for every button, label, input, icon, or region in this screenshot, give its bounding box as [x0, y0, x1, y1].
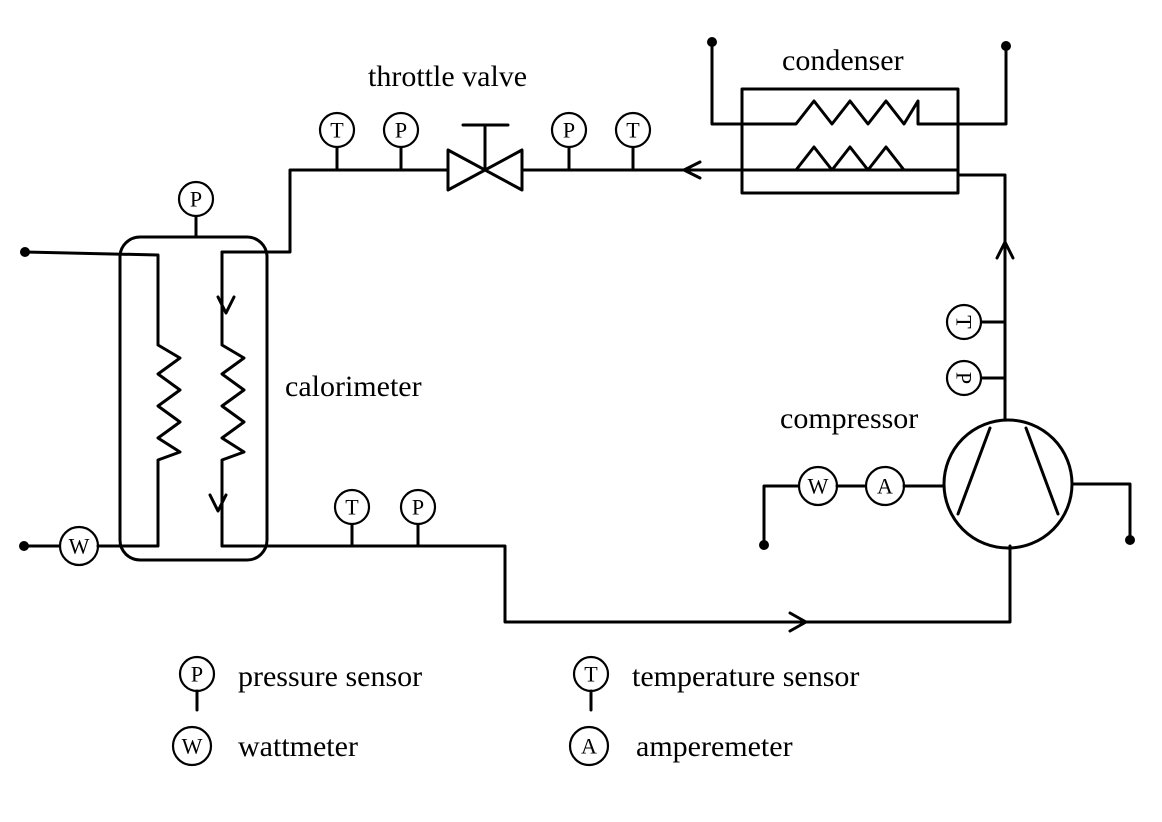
- legend-amperemeter-glyph: A: [581, 734, 597, 759]
- compressor-power-lead-right: [1070, 482, 1132, 542]
- post-throttle-pressure-sensor: [550, 111, 588, 149]
- compressor-power-terminal-right: [1125, 535, 1135, 545]
- calorimeter-label: calorimeter: [285, 370, 422, 403]
- legend-wattmeter-glyph: W: [182, 734, 203, 759]
- legend-pressure-text: pressure sensor: [238, 660, 422, 693]
- suction-temperature-glyph: T: [345, 495, 359, 520]
- discharge-pressure-sensor: [945, 359, 983, 397]
- legend-wattmeter-icon: [171, 725, 213, 767]
- legend-temperature-glyph: T: [584, 662, 598, 687]
- legend-wattmeter-text: wattmeter: [238, 730, 358, 763]
- compressor-blade-left: [956, 426, 992, 516]
- discharge-pressure-glyph: P: [952, 372, 977, 384]
- legend: P pressure sensor T temperature sensor W…: [171, 655, 859, 767]
- pre-throttle-temperature-glyph: T: [330, 118, 344, 143]
- suction-pressure-glyph: P: [412, 495, 424, 520]
- condenser-box: [740, 87, 960, 195]
- post-throttle-temperature-sensor: [614, 111, 652, 149]
- discharge-temperature-glyph: T: [952, 315, 977, 329]
- condenser-lower-coil: [740, 145, 960, 172]
- pipe-calorimeter-to-compressor: [220, 544, 1012, 624]
- compressor-blade-right: [1024, 426, 1060, 516]
- calorimeter-wattmeter-glyph: W: [69, 534, 90, 559]
- condenser-label: condenser: [782, 44, 904, 77]
- pipe-condenser-to-compressor: [956, 173, 1007, 422]
- pipe-calorimeter-to-throttle: [220, 168, 450, 254]
- legend-temperature-text: temperature sensor: [632, 660, 859, 693]
- pre-throttle-pressure-sensor: [382, 111, 420, 149]
- compressor-power-lead-left: [762, 484, 800, 547]
- pre-throttle-temperature-sensor: [318, 111, 356, 149]
- calorimeter-vessel: [118, 235, 269, 562]
- flow-arrow-right: [788, 611, 808, 633]
- condenser-water-terminal-right: [1001, 41, 1011, 51]
- flow-arrow-up: [995, 240, 1015, 260]
- calorimeter-pressure-glyph: P: [190, 187, 202, 212]
- suction-temperature-sensor: [333, 488, 371, 526]
- calorimeter-water-terminal: [20, 247, 30, 257]
- calorimeter-right-coil: [220, 250, 246, 548]
- suction-pressure-sensor: [399, 488, 437, 526]
- pre-throttle-pressure-glyph: P: [395, 118, 407, 143]
- throttle-valve-label: throttle valve: [368, 60, 527, 93]
- compressor-label: compressor: [780, 402, 918, 435]
- flow-arrow-down-bottom: [208, 493, 228, 513]
- post-throttle-pressure-glyph: P: [563, 118, 575, 143]
- compressor-amperemeter-glyph: A: [877, 474, 893, 499]
- throttle-valve-body: [446, 148, 524, 192]
- post-throttle-temperature-glyph: T: [626, 118, 640, 143]
- legend-amperemeter-icon: [568, 725, 610, 767]
- condenser-upper-coil: [710, 40, 1008, 126]
- calorimeter-left-coil: [23, 250, 182, 548]
- legend-amperemeter-text: amperemeter: [636, 730, 793, 763]
- compressor-wattmeter-glyph: W: [808, 474, 829, 499]
- compressor-body: [942, 418, 1074, 550]
- discharge-temperature-sensor: [945, 303, 983, 341]
- calorimeter-pressure-sensor: [177, 180, 215, 218]
- legend-pressure-glyph: P: [191, 662, 203, 687]
- flow-arrow-down-top: [216, 295, 236, 315]
- condenser-water-terminal-left: [707, 37, 717, 47]
- compressor-power-terminal-left: [759, 540, 769, 550]
- flow-arrow-left: [682, 160, 702, 180]
